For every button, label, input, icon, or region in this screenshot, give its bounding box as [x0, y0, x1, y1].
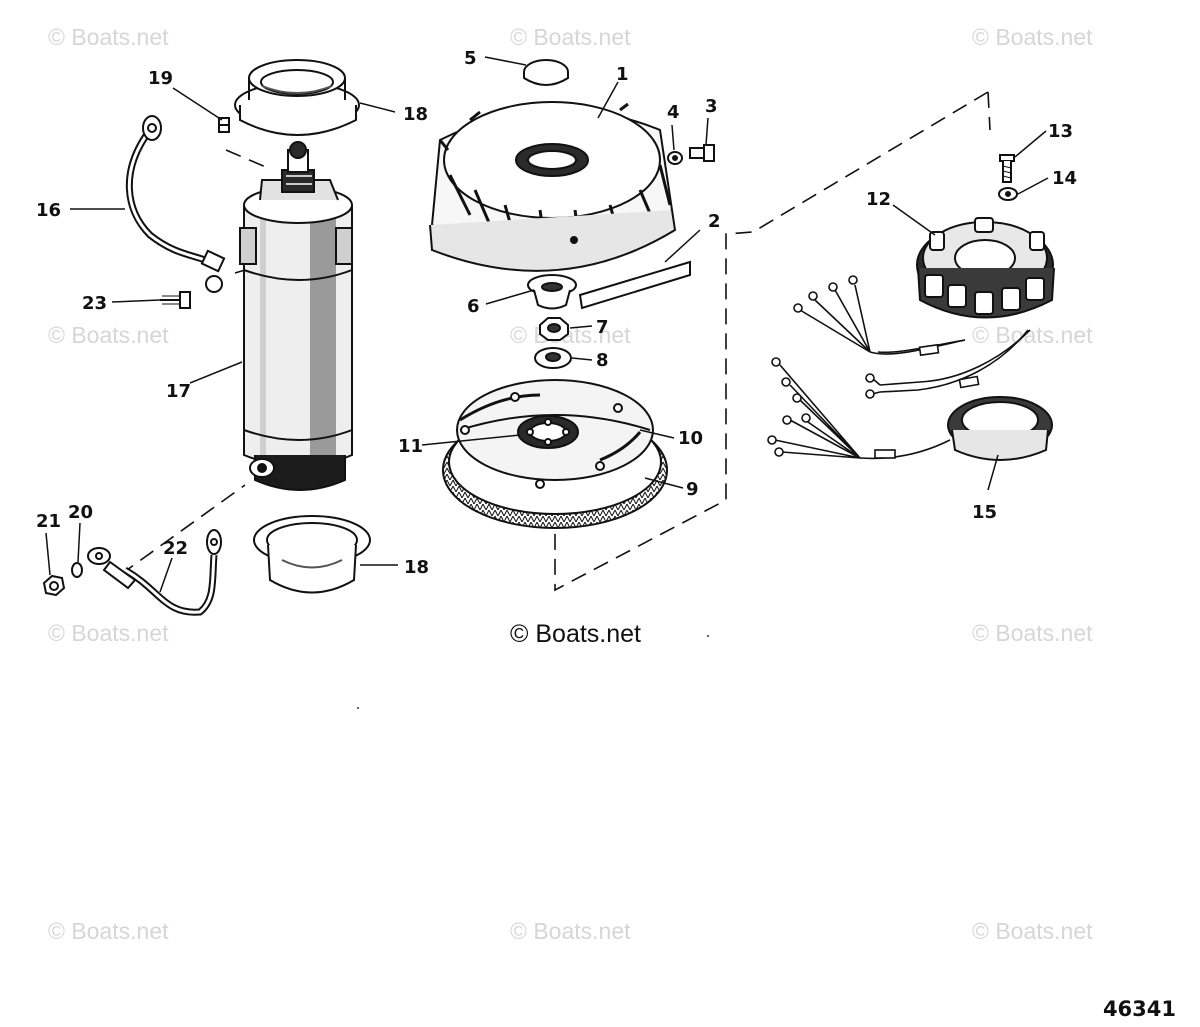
callout-18-bottom: 18: [404, 557, 429, 578]
callout-1: 1: [616, 64, 629, 85]
watermark: © Boats.net: [48, 620, 169, 646]
speck: [707, 635, 709, 637]
stator: [916, 217, 1055, 319]
watermark: © Boats.net: [972, 322, 1093, 348]
watermark: © Boats.net: [972, 918, 1093, 944]
cap: [523, 59, 569, 86]
diagram-id: 46341: [1102, 997, 1176, 1021]
callout-14: 14: [1052, 168, 1077, 189]
battery-cable: [87, 529, 222, 616]
washer: [667, 151, 683, 165]
flywheel: [442, 379, 668, 529]
callout-13: 13: [1048, 121, 1073, 142]
nut: [42, 574, 66, 597]
watermark: © Boats.net: [510, 918, 631, 944]
assembly-lines: [119, 91, 991, 592]
callout-19: 19: [148, 68, 173, 89]
callouts: 5 1 3 4 2 6 7 8 11 10 9 12 13 14 15 16 1…: [36, 48, 1077, 578]
callout-20: 20: [68, 502, 93, 523]
callout-11: 11: [398, 436, 423, 457]
callout-4: 4: [667, 102, 680, 123]
lock-washer: [71, 562, 83, 578]
bearing-cup-top: [234, 59, 360, 136]
watermark: © Boats.net: [510, 24, 631, 50]
starter-cable: [125, 115, 226, 293]
watermark: © Boats.net: [48, 918, 169, 944]
callout-18-top: 18: [403, 104, 428, 125]
watermark: © Boats.net: [510, 322, 631, 348]
starter-motor: [239, 141, 353, 491]
callout-6: 6: [467, 296, 480, 317]
callout-15: 15: [972, 502, 997, 523]
callout-7: 7: [596, 317, 609, 338]
callout-12: 12: [866, 189, 891, 210]
callout-23: 23: [82, 293, 107, 314]
bolt: [689, 144, 715, 162]
callout-5: 5: [464, 48, 477, 69]
callout-2: 2: [708, 211, 721, 232]
watermark: © Boats.net: [48, 24, 169, 50]
stator-screw: [999, 154, 1015, 183]
watermark: © Boats.net: [972, 24, 1093, 50]
callout-17: 17: [166, 381, 191, 402]
screw: [160, 291, 191, 309]
callout-22: 22: [163, 538, 188, 559]
trigger: [947, 396, 1053, 461]
watermark: © Boats.net: [972, 620, 1093, 646]
flywheel-washer: [534, 347, 572, 369]
bearing-cup-bottom: [253, 515, 371, 594]
copyright-notice: © Boats.net: [510, 620, 641, 648]
callout-10: 10: [678, 428, 703, 449]
bushing: [527, 274, 577, 310]
flywheel-cover: [429, 101, 677, 272]
callout-16: 16: [36, 200, 61, 221]
leader-lines: [45, 56, 1049, 593]
watermark: © Boats.net: [48, 322, 169, 348]
callout-9: 9: [686, 479, 699, 500]
callout-21: 21: [36, 511, 61, 532]
speck: [357, 707, 359, 709]
callout-3: 3: [705, 96, 718, 117]
decal-strip: [578, 260, 691, 310]
callout-8: 8: [596, 350, 609, 371]
stator-wiring: [793, 275, 1031, 399]
trigger-wiring: [767, 357, 951, 460]
clip: [218, 117, 230, 133]
flywheel-nut: [539, 317, 569, 341]
stator-washer: [998, 187, 1018, 201]
